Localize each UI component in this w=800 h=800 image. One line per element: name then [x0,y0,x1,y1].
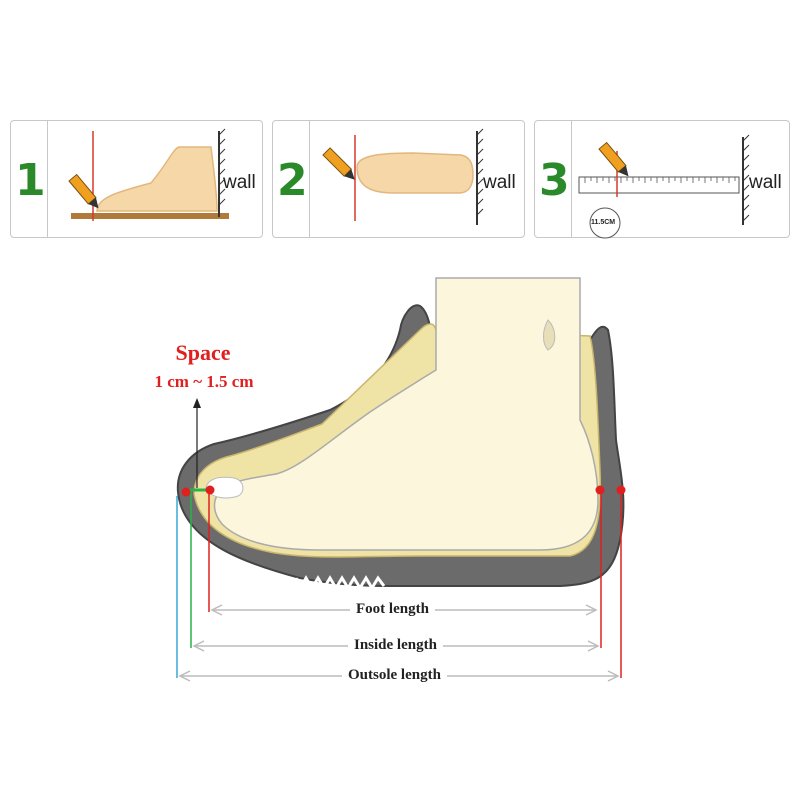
step-number: 2 [277,155,308,206]
panel-divider [309,121,310,237]
wall-icon [476,128,484,225]
panel-divider [47,121,48,237]
ruler-reading: 11.5CM [591,219,616,226]
pencil-icon [598,141,629,177]
inside-length-label: Inside length [348,637,443,654]
outsole-length-label: Outsole length [342,667,447,684]
ruler-icon [578,176,740,194]
wall-icon [742,134,750,225]
wall-label: wall [483,172,516,193]
foot-icon [96,146,218,212]
step-3-panel: 3 [534,120,790,239]
step-number: 1 [15,155,46,206]
step-number: 3 [539,155,570,206]
wall-label: wall [749,172,782,193]
floor-board [71,213,229,219]
foot-icon [356,152,474,194]
step-1-illustration [68,128,229,221]
wall-icon [218,128,226,217]
pencil-icon [68,173,99,209]
foot-length-label: Foot length [350,601,435,618]
reading-circle [589,207,621,239]
marker-dot [181,487,191,497]
marker-dot [205,485,215,495]
space-range: 1 cm ~ 1.5 cm [154,372,254,391]
space-title: Space [175,340,231,365]
shoe-diagram [176,277,626,682]
wall-label: wall [223,172,256,193]
pencil-icon [322,147,355,180]
panel-divider [571,121,572,237]
step-2-illustration [322,128,484,225]
step-2-panel: 2 wall [272,120,525,238]
marker-dot [616,485,626,495]
arrow-head [193,398,201,408]
foot-icon [205,277,599,551]
step-1-panel: 1 wall [10,120,263,238]
marker-dot [595,485,605,495]
step-3-illustration [578,134,750,239]
